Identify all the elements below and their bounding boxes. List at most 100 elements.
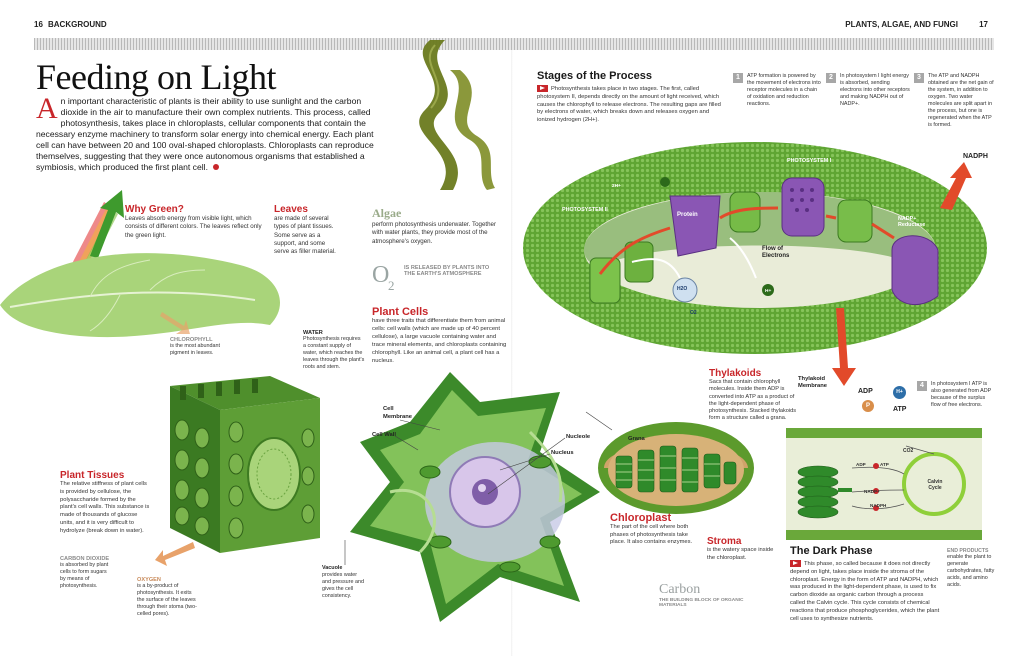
vacuole-title: Vacuole [322,565,343,571]
grana-label: Grana [628,436,645,442]
header-stripe [34,38,994,50]
oxygen-title: OXYGEN [137,577,161,583]
intro-paragraph: A n important characteristic of plants i… [36,92,388,173]
dark-nadp-label: NADP+ [864,489,880,494]
stroma-block: Stroma is the watery space inside the ch… [707,536,779,562]
chlorophyll-block: CHLOROPHYLL is the most abundant pigment… [170,337,236,357]
hplus-label-top: H+ [765,289,772,294]
carbon-dioxide-block: CARBON DIOXIDE is absorbed by plant cell… [60,556,112,590]
photosystem-ii-label: PHOTOSYSTEM II [562,207,608,213]
step-4-text: In photosystem I ATP is also generated f… [931,381,992,409]
carbon-dioxide-arrow-icon [155,542,195,566]
water-block: WATER Photosynthesis requires a constant… [303,330,365,371]
o2-block: O 2 IS RELEASED BY PLANTS INTO THE EARTH… [372,262,500,296]
h2-label: 2H+ [612,184,621,189]
flow-of-electrons-label: Flow of Electrons [762,246,790,260]
carbon-dioxide-title: CARBON DIOXIDE [60,556,110,562]
step-2-text: In photosystem I light energy is absorbe… [840,73,910,108]
why-green-block: Why Green? Leaves absorb energy from vis… [125,204,263,240]
dark-phase-block: The Dark Phase This phase, so called bec… [790,545,940,624]
water-text: Photosynthesis requires a constant suppl… [303,336,365,371]
page-title: Feeding on Light [36,57,276,97]
drop-cap: A [36,92,58,125]
plant-tissues-title: Plant Tissues [60,470,125,481]
chlorophyll-title: CHLOROPHYLL [170,337,213,343]
section-right: PLANTS, ALGAE, AND FUNGI [845,20,958,29]
chloroplast-title: Chloroplast [610,512,672,524]
chlorophyll-text: is the most abundant pigment in leaves. [170,343,221,357]
step-3-number: 3 [914,73,924,83]
carbon-block: Carbon THE BUILDING BLOCK OF ORGANIC MAT… [659,582,759,608]
page-number-right: 17 [979,20,988,29]
dark-phase-text: This phase, so called because it does no… [790,561,940,622]
carbon-title: Carbon [659,582,701,597]
chloroplast-block: Chloroplast The part of the cell where b… [610,512,696,547]
step-1-number: 1 [733,73,743,83]
end-products-title: END PRODUCTS [947,548,989,554]
thylakoid-membrane-label: Thylakoid Membrane [798,376,827,389]
algae-text: perform photosynthesis underwater. Toget… [372,221,497,245]
carbon-sub: THE BUILDING BLOCK OF ORGANIC MATERIALS [659,598,744,608]
adp-label: ADP [858,388,873,395]
water-title: WATER [303,330,323,336]
chloroplast-text: The part of the cell where both phases o… [610,524,693,546]
nadph-label: NADPH [963,153,988,160]
stroma-title: Stroma [707,536,742,547]
plant-tissues-block: Plant Tissues The relative stiffness of … [60,470,152,536]
dark-adp-label: ADP [856,462,866,467]
thylakoid-membrane-diagram [523,142,987,386]
step-4-number: 4 [917,381,927,391]
plant-cells-text: have three traits that differentiate the… [372,318,507,364]
plant-cell-illustration [350,372,600,622]
arrow-right-icon [537,85,548,92]
stages-block: Stages of the Process Photosynthesis tak… [537,70,727,125]
phosphate-badge: P [862,400,874,412]
leaf-illustration [0,253,280,338]
o2-molecule-label: O2 [690,310,697,316]
vacuole-block: Vacuole provides water and pressure and … [322,565,364,600]
page-gutter [511,50,513,656]
oxygen-block: OXYGEN is a by-product of photosynthesis… [137,577,197,618]
page-number-left: 16 [34,20,43,29]
page-header: 16 BACKGROUND PLANTS, ALGAE, AND FUNGI 1… [0,16,1024,36]
dark-phase-title: The Dark Phase [790,545,873,557]
cell-membrane-label: Cell Membrane [383,406,412,420]
plant-tissue-illustration [170,376,320,553]
o2-text: IS RELEASED BY PLANTS INTO THE EARTH'S A… [404,265,490,277]
dark-co2-label: CO2 [903,448,914,454]
leaves-text: are made of several types of plant tissu… [274,215,336,256]
photosystem-i-label: PHOTOSYSTEM I [787,158,832,164]
end-dot-icon [213,164,220,170]
algae-block: Algae perform photosynthesis underwater.… [372,206,500,246]
chloroplast-illustration [598,422,754,514]
intro-text: n important characteristic of plants is … [36,96,374,172]
oxygen-text: is a by-product of photosynthesis. It ex… [137,583,197,618]
vacuole-text: provides water and pressure and gives th… [322,572,364,600]
step-2-number: 2 [826,73,836,83]
protein-label: Protein [677,212,698,218]
dark-phase-diagram [786,428,982,540]
why-green-text: Leaves absorb energy from visible light,… [125,215,262,239]
thylakoids-block: Thylakoids Sacs that contain chlorophyll… [709,368,801,423]
thylakoids-text: Sacs that contain chlorophyll molecules.… [709,379,797,422]
thylakoids-title: Thylakoids [709,368,762,379]
arrow-right-icon [790,560,801,567]
seaweed-illustration [419,40,495,190]
o2-symbol: O [372,262,390,288]
leaves-title: Leaves [274,204,308,215]
section-left: BACKGROUND [48,20,107,29]
step-1-text: ATP formation is powered by the movement… [747,73,821,108]
nucleus-label: Nucleus [551,450,574,456]
cell-wall-label: Cell Wall [372,432,396,438]
stroma-text: is the watery space inside the chloropla… [707,547,774,561]
end-products-block: END PRODUCTS enable the plant to generat… [947,548,997,589]
dark-atp-label: ATP [880,462,889,467]
atp-label: ATP [893,406,907,413]
nadp-reductase-label: NADP+ Reductase [898,216,926,229]
plant-cells-title: Plant Cells [372,306,429,318]
step-3-text: The ATP and NADPH obtained are the net g… [928,73,994,129]
carbon-dioxide-text: is absorbed by plant cells to form sugar… [60,562,109,590]
algae-title: Algae [372,206,402,220]
h2o-label: H2O [677,286,688,292]
